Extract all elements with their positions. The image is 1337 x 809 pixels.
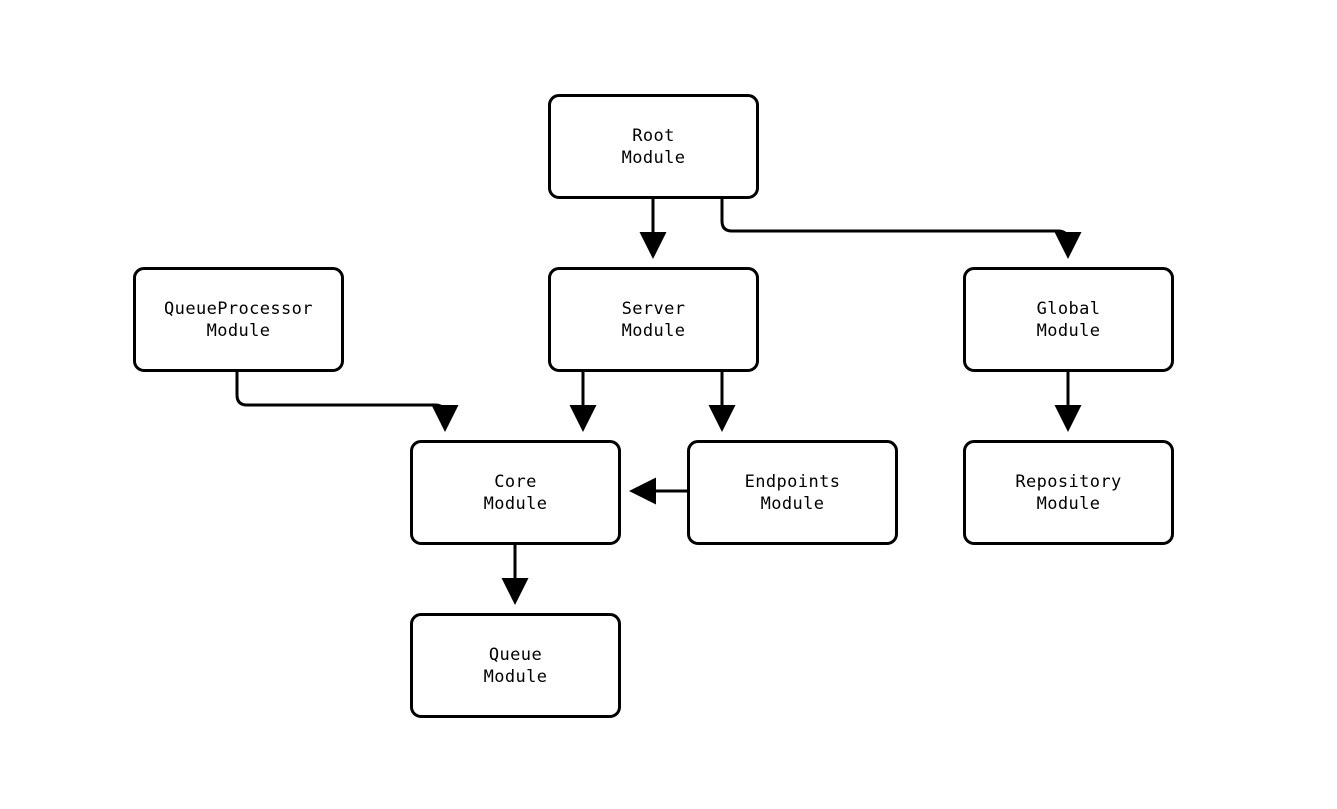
node-server-module[interactable]: Server Module	[548, 267, 759, 372]
node-core-module-label: Core Module	[483, 471, 548, 514]
node-queueprocessor-module-label: QueueProcessor Module	[164, 298, 313, 341]
edge-root-global	[720, 199, 1082, 259]
node-core-module[interactable]: Core Module	[410, 440, 621, 545]
node-queue-module-label: Queue Module	[483, 644, 548, 687]
node-endpoints-module-label: Endpoints Module	[744, 471, 841, 514]
node-repository-module-label: Repository Module	[1015, 471, 1122, 514]
node-queue-module[interactable]: Queue Module	[410, 613, 621, 718]
node-root-module-label: Root Module	[621, 125, 686, 168]
node-global-module[interactable]: Global Module	[963, 267, 1174, 372]
edge-queueprocessor-core	[235, 372, 459, 432]
node-queueprocessor-module[interactable]: QueueProcessor Module	[133, 267, 344, 372]
node-global-module-label: Global Module	[1036, 298, 1101, 341]
node-endpoints-module[interactable]: Endpoints Module	[687, 440, 898, 545]
node-root-module[interactable]: Root Module	[548, 94, 759, 199]
node-server-module-label: Server Module	[621, 298, 686, 341]
node-repository-module[interactable]: Repository Module	[963, 440, 1174, 545]
